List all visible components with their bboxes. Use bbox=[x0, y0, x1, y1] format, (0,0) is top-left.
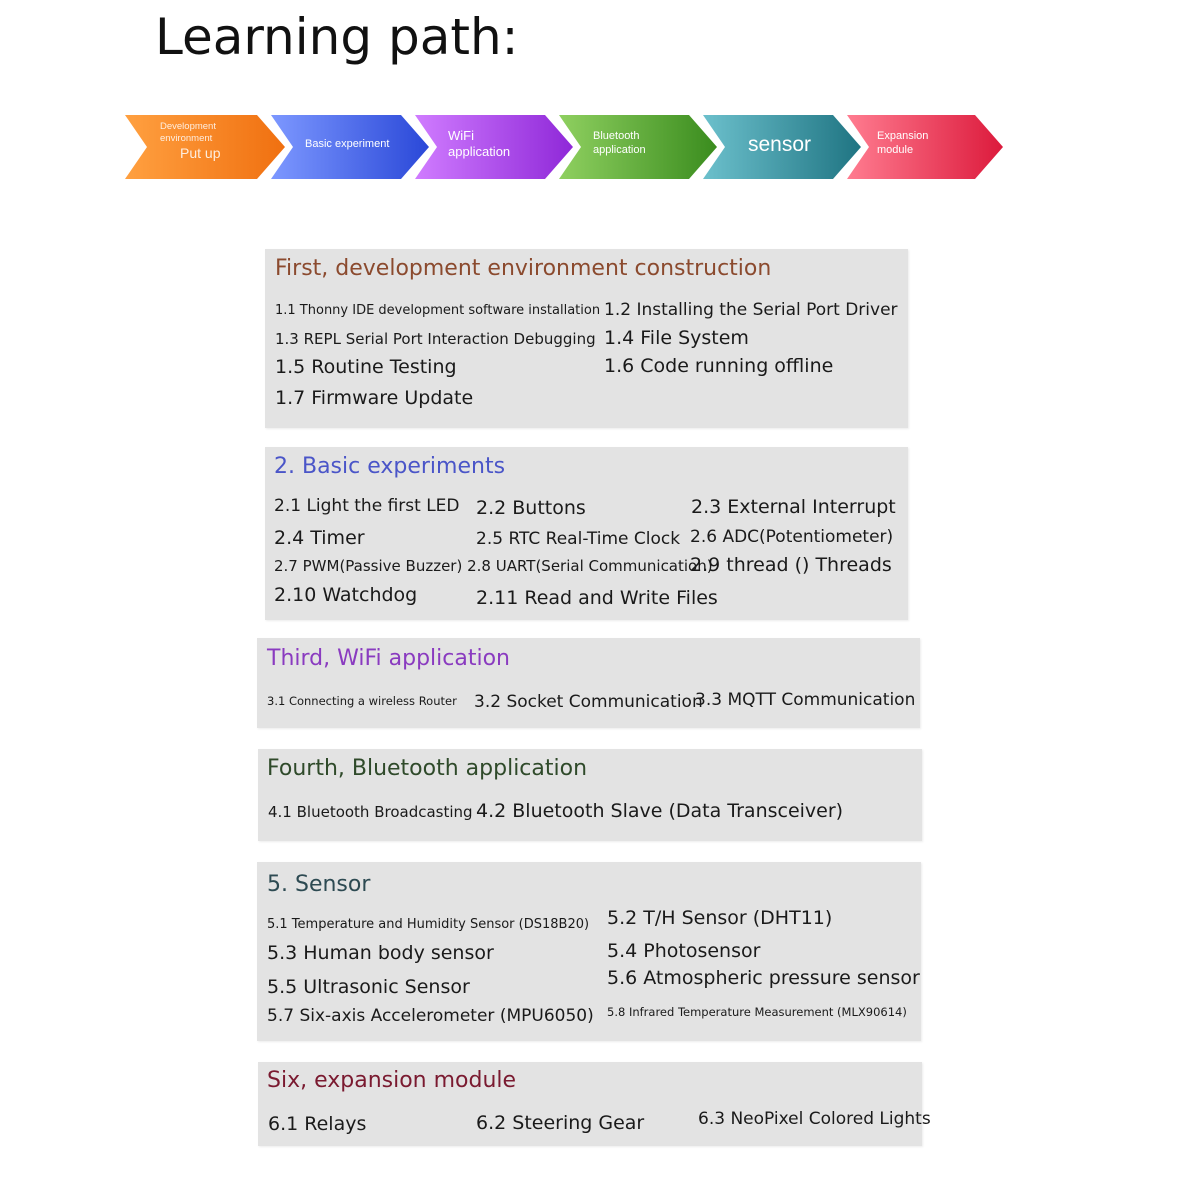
arrow-label-1: Development environment Put up bbox=[160, 121, 221, 161]
section-heading: Third, WiFi application bbox=[267, 646, 510, 671]
list-item: 6.1 Relays bbox=[268, 1113, 367, 1135]
list-item: 5.6 Atmospheric pressure sensor bbox=[607, 967, 920, 989]
section-heading: Six, expansion module bbox=[267, 1068, 517, 1093]
arrow-label-3: WiFi application bbox=[448, 128, 511, 160]
list-item: 1.2 Installing the Serial Port Driver bbox=[604, 300, 898, 320]
list-item: 5.5 Ultrasonic Sensor bbox=[267, 976, 470, 998]
list-item: 2.1 Light the first LED bbox=[274, 496, 460, 516]
list-item: 5.7 Six-axis Accelerometer (MPU6050) bbox=[267, 1006, 594, 1026]
list-item: 2.3 External Interrupt bbox=[691, 496, 896, 518]
list-item: 2.7 PWM(Passive Buzzer) 2.8 UART(Serial … bbox=[274, 557, 713, 575]
list-item: 6.2 Steering Gear bbox=[476, 1112, 645, 1134]
list-item: 3.3 MQTT Communication bbox=[695, 690, 916, 710]
list-item: 1.7 Firmware Update bbox=[275, 387, 474, 409]
arrow-chain-graphic bbox=[125, 115, 1003, 179]
list-item: 1.5 Routine Testing bbox=[275, 356, 457, 378]
section-development-environment: First, development environment construct… bbox=[265, 249, 908, 428]
arrow-step-2 bbox=[271, 115, 429, 179]
list-item: 1.4 File System bbox=[604, 327, 749, 349]
list-item: 2.5 RTC Real-Time Clock bbox=[476, 529, 681, 549]
list-item: 3.2 Socket Communication bbox=[474, 692, 703, 712]
list-item: 3.1 Connecting a wireless Router bbox=[267, 694, 457, 708]
section-bluetooth-application: Fourth, Bluetooth application 4.1 Blueto… bbox=[258, 749, 922, 841]
list-item: 2.2 Buttons bbox=[476, 497, 586, 519]
arrow-step-3 bbox=[415, 115, 573, 179]
arrow-label-5: sensor bbox=[748, 133, 812, 156]
section-heading: First, development environment construct… bbox=[275, 256, 772, 281]
arrow-step-6 bbox=[847, 115, 1003, 179]
list-item: 5.1 Temperature and Humidity Sensor (DS1… bbox=[267, 917, 590, 932]
learning-path-arrows: Development environment Put up Basic exp… bbox=[125, 112, 1005, 182]
list-item: 4.2 Bluetooth Slave (Data Transceiver) bbox=[476, 800, 844, 822]
section-basic-experiments: 2. Basic experiments 2.1 Light the first… bbox=[265, 447, 908, 620]
section-wifi-application: Third, WiFi application 3.1 Connecting a… bbox=[257, 638, 920, 728]
list-item: 5.4 Photosensor bbox=[607, 940, 761, 962]
section-heading: Fourth, Bluetooth application bbox=[267, 756, 588, 781]
arrow-label-2: Basic experiment bbox=[305, 138, 390, 150]
list-item: 1.1 Thonny IDE development software inst… bbox=[275, 303, 601, 318]
list-item: 2.10 Watchdog bbox=[274, 584, 418, 606]
page-title: Learning path: bbox=[155, 8, 519, 66]
list-item: 2.9 thread () Threads bbox=[690, 554, 892, 576]
list-item: 2.11 Read and Write Files bbox=[476, 587, 718, 609]
list-item: 2.6 ADC(Potentiometer) bbox=[690, 527, 894, 547]
section-sensor: 5. Sensor 5.1 Temperature and Humidity S… bbox=[257, 862, 921, 1041]
list-item: 1.3 REPL Serial Port Interaction Debuggi… bbox=[275, 330, 596, 348]
list-item: 5.8 Infrared Temperature Measurement (ML… bbox=[607, 1005, 907, 1019]
list-item: 2.4 Timer bbox=[274, 527, 365, 549]
arrow-step-1 bbox=[125, 115, 285, 179]
list-item: 6.3 NeoPixel Colored Lights bbox=[698, 1109, 931, 1129]
arrow-label-4: Bluetooth application bbox=[593, 130, 646, 156]
arrow-label-6: Expansion module bbox=[877, 130, 929, 156]
list-item: 1.6 Code running offline bbox=[604, 355, 834, 377]
list-item: 5.2 T/H Sensor (DHT11) bbox=[607, 907, 833, 929]
section-heading: 2. Basic experiments bbox=[274, 454, 506, 479]
arrow-step-4 bbox=[559, 115, 717, 179]
section-heading: 5. Sensor bbox=[267, 872, 371, 897]
section-expansion-module: Six, expansion module 6.1 Relays 6.2 Ste… bbox=[258, 1062, 931, 1146]
list-item: 4.1 Bluetooth Broadcasting bbox=[268, 803, 473, 821]
arrow-step-5 bbox=[703, 115, 861, 179]
list-item: 5.3 Human body sensor bbox=[267, 942, 494, 964]
